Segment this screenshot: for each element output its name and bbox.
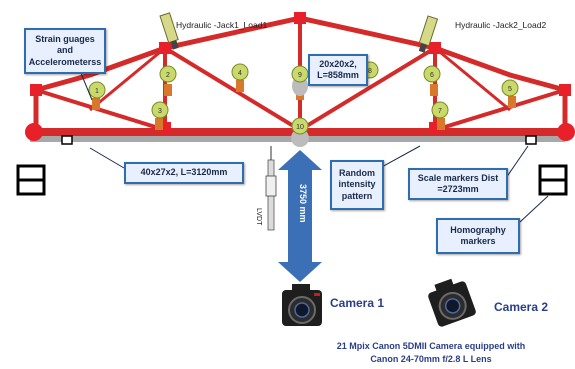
lvdt-sensor xyxy=(265,146,277,231)
node-circle xyxy=(291,117,309,135)
hydraulic-jack-2 xyxy=(418,15,439,53)
sensor xyxy=(155,118,163,130)
strain-gauges-box: Strain guages and Accelerometerss xyxy=(24,28,106,74)
hydraulic-jack-1 xyxy=(159,12,179,50)
node-label: 9 xyxy=(298,72,302,79)
truss-diagonal xyxy=(434,88,566,132)
jack1-label: Hydraulic -Jack1_Load1 xyxy=(176,20,268,30)
node-label: 1 xyxy=(95,88,99,95)
node-label: 6 xyxy=(430,72,434,79)
truss-diagonal xyxy=(298,46,437,132)
jack2-label: Hydraulic -Jack2_Load2 xyxy=(455,20,547,30)
caption-line-2: Canon 24-70mm f/2.8 L Lens xyxy=(370,353,492,364)
section-top-box: 20x20x2, L=858mm xyxy=(308,54,368,86)
sensor xyxy=(164,84,172,96)
node-label: 3 xyxy=(158,108,162,115)
node-label: 5 xyxy=(508,86,512,93)
support-left xyxy=(25,123,43,141)
callout-line xyxy=(505,145,529,179)
distance-arrow xyxy=(278,150,322,282)
caption-line-1: 21 Mpix Canon 5DMII Camera equipped with xyxy=(336,341,526,351)
sensor xyxy=(508,96,516,108)
section-bottom-box: 40x27x2, L=3120mm xyxy=(124,162,244,184)
joint xyxy=(159,42,171,54)
scale-marker-right xyxy=(525,135,537,145)
node-label: 7 xyxy=(438,108,442,115)
sensor xyxy=(92,98,100,110)
node-circle xyxy=(231,63,249,81)
camera-1-icon xyxy=(282,284,322,326)
node-circle xyxy=(88,81,106,99)
camera-2-label: Camera 2 xyxy=(494,300,549,314)
node-circle xyxy=(501,79,519,97)
truss-diagonal xyxy=(434,46,511,112)
camera-1-label: Camera 1 xyxy=(330,296,385,310)
joint xyxy=(559,84,571,96)
truss-diagonal xyxy=(89,46,166,112)
node-label: 8 xyxy=(368,68,372,75)
homography-marker-right xyxy=(538,164,568,196)
camera-2-icon xyxy=(428,278,476,327)
callout-line xyxy=(89,147,125,169)
truss-diagonal xyxy=(163,46,302,132)
scale-markers-box: Scale markers Dist =2723mm xyxy=(408,168,508,200)
node-circle xyxy=(431,101,449,119)
truss-diagonal xyxy=(35,88,166,132)
camera-caption: 21 Mpix Canon 5DMII Camera equipped with… xyxy=(296,340,566,365)
node-circle xyxy=(423,65,441,83)
sensor xyxy=(437,118,445,130)
random-pattern-box: Random intensity pattern xyxy=(330,160,384,210)
callout-line xyxy=(379,145,421,169)
joint xyxy=(294,12,306,24)
callout-line xyxy=(519,195,549,223)
node-labels: 1 2 3 4 5 6 7 8 9 10 xyxy=(95,68,512,131)
joint xyxy=(429,42,441,54)
node-label: 10 xyxy=(296,124,304,131)
lvdt-label: LVDT xyxy=(255,208,262,226)
mass-node-10 xyxy=(291,129,309,147)
support-right xyxy=(557,123,575,141)
sensor xyxy=(236,80,244,92)
node-circle xyxy=(159,65,177,83)
node-circle xyxy=(151,101,169,119)
node-label: 4 xyxy=(238,70,242,77)
homography-box: Homography markers xyxy=(436,218,520,254)
joint xyxy=(30,84,42,96)
homography-marker-left xyxy=(16,164,46,196)
sensor xyxy=(430,84,438,96)
node-markers xyxy=(88,61,519,135)
node-label: 2 xyxy=(166,72,170,79)
distance-label: 3750 mm xyxy=(298,184,308,223)
scale-marker-left xyxy=(61,135,73,145)
